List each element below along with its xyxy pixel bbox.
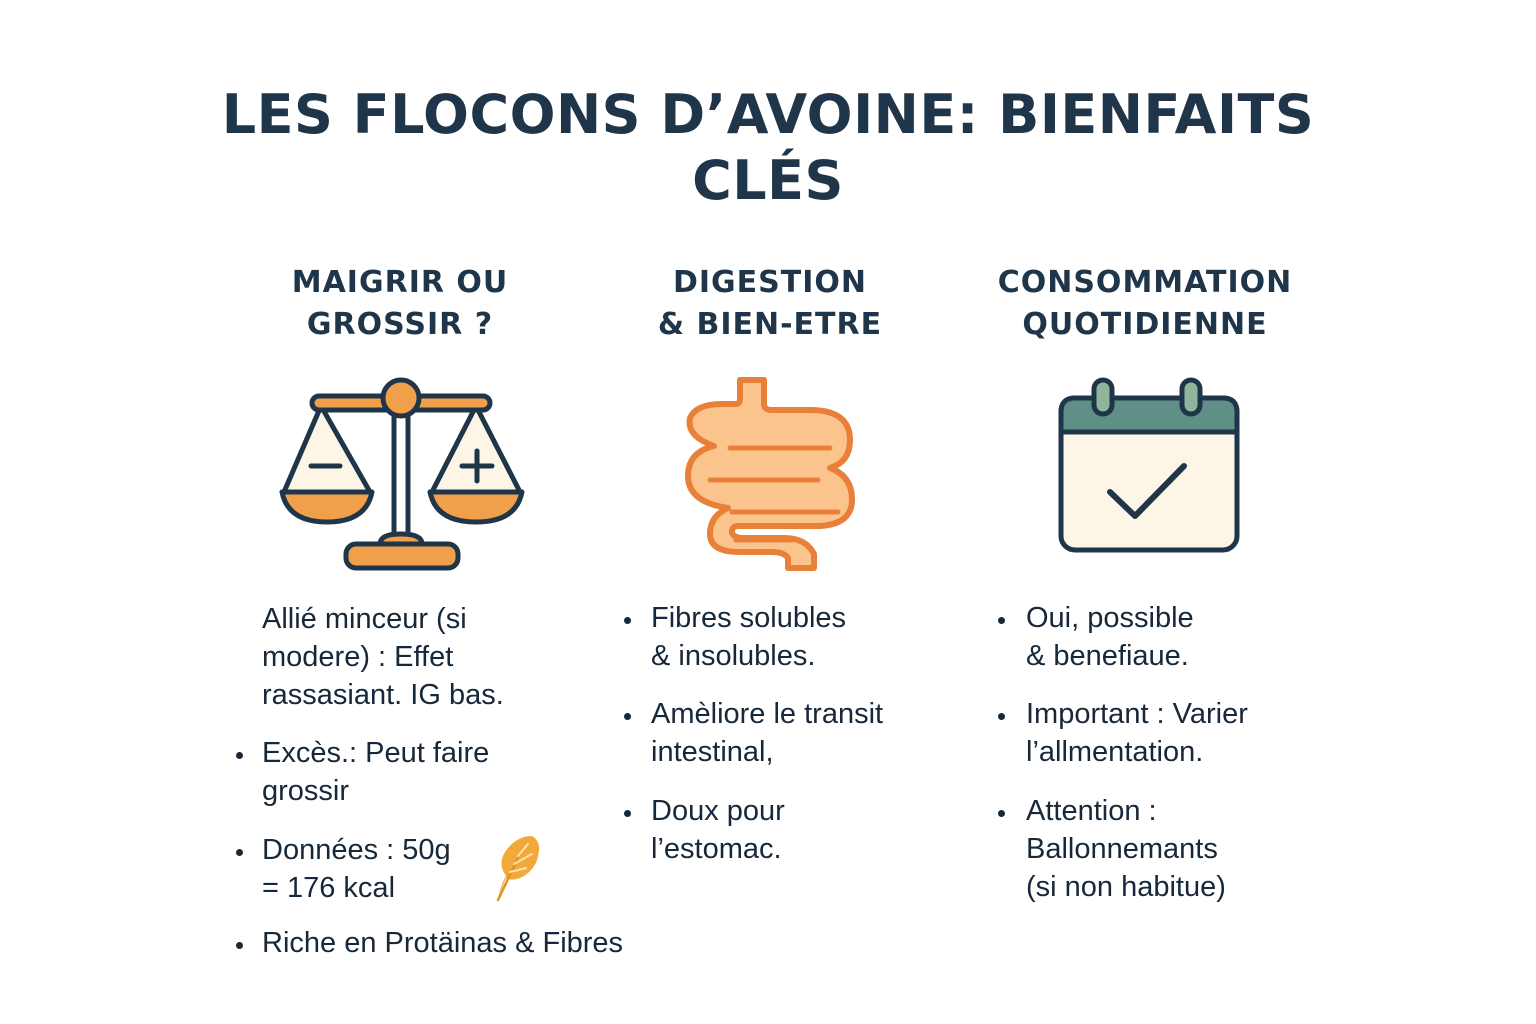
bullet-dot	[998, 810, 1005, 817]
bullet-dot	[236, 752, 243, 759]
balance-scale-icon	[279, 377, 525, 571]
bullet-dot	[236, 849, 243, 856]
heading-daily-line-2: QUOTIDIENNE	[1022, 307, 1268, 342]
digestion-bullet-3: Doux pour l’estomac.	[651, 792, 785, 868]
daily-bullet-1: Oui, possible & benefiaue.	[1026, 599, 1194, 675]
daily-bullet-3-line-3: (si non habitue)	[1026, 871, 1226, 903]
weight-intro-line-3: rassasiant. IG bas.	[262, 679, 504, 711]
bullet-dot	[236, 942, 243, 949]
daily-bullet-2-line-2: l’allmentation.	[1026, 736, 1204, 768]
digestion-bullet-2-line-2: intestinal,	[651, 736, 774, 768]
heading-daily: CONSOMMATION QUOTIDIENNE	[980, 262, 1310, 346]
bullet-dot	[998, 617, 1005, 624]
daily-bullet-3-line-1: Attention :	[1026, 795, 1157, 827]
daily-bullet-2: Important : Varier l’allmentation.	[1026, 695, 1248, 771]
title-line-2: CLÉS	[692, 149, 844, 212]
intestine-icon	[685, 377, 855, 571]
daily-bullet-3: Attention : Ballonnemants (si non habitu…	[1026, 792, 1226, 906]
heading-weight: MAIGRIR OU GROSSIR ?	[250, 262, 550, 346]
title-line-1: LES FLOCONS D’AVOINE: BIENFAITS	[221, 83, 1315, 146]
digestion-bullet-1-line-2: & insolubles.	[651, 640, 816, 672]
heading-digestion-line-2: & BIEN-ETRE	[657, 307, 883, 342]
daily-bullet-2-line-1: Important : Varier	[1026, 698, 1248, 730]
daily-bullet-1-line-2: & benefiaue.	[1026, 640, 1189, 672]
digestion-bullet-3-line-1: Doux pour	[651, 795, 785, 827]
calendar-check-icon	[1058, 377, 1240, 553]
weight-intro-line-1: Allié minceur (si	[262, 603, 467, 635]
bullet-dot	[624, 810, 631, 817]
weight-bullet-1-line-1: Excès.: Peut faire	[262, 737, 490, 769]
weight-bullet-2-line-1: Données : 50g	[262, 834, 451, 866]
digestion-bullet-3-line-2: l’estomac.	[651, 833, 782, 865]
digestion-bullet-1-line-1: Fibres solubles	[651, 602, 847, 634]
weight-bullet-2-line-2: = 176 kcal	[262, 872, 396, 904]
weight-bullet-2: Données : 50g = 176 kcal	[262, 831, 451, 907]
bullet-dot	[624, 713, 631, 720]
bullet-dot	[624, 617, 631, 624]
weight-intro: Allié minceur (si modere) : Effet rassas…	[262, 600, 504, 714]
page-title: LES FLOCONS D’AVOINE: BIENFAITS CLÉS	[0, 82, 1536, 214]
bullet-dot	[998, 713, 1005, 720]
daily-bullet-3-line-2: Ballonnemants	[1026, 833, 1218, 865]
digestion-bullet-1: Fibres solubles & insolubles.	[651, 599, 846, 675]
digestion-bullet-2: Amèliore le transit intestinal,	[651, 695, 883, 771]
weight-bullet-3: Riche en Protäinas & Fibres	[262, 924, 623, 962]
weight-bullet-3-line-1: Riche en Protäinas & Fibres	[262, 927, 624, 959]
heading-daily-line-1: CONSOMMATION	[997, 265, 1293, 300]
heading-weight-line-1: MAIGRIR OU	[291, 265, 509, 300]
weight-bullet-1-line-2: grossir	[262, 775, 350, 807]
heading-weight-line-2: GROSSIR ?	[306, 307, 494, 342]
heading-digestion: DIGESTION & BIEN-ETRE	[620, 262, 920, 346]
oat-leaf-icon	[496, 836, 540, 902]
daily-bullet-1-line-1: Oui, possible	[1026, 602, 1194, 634]
weight-intro-line-2: modere) : Effet	[262, 641, 454, 673]
heading-digestion-line-1: DIGESTION	[672, 265, 868, 300]
weight-bullet-1: Excès.: Peut faire grossir	[262, 734, 489, 810]
digestion-bullet-2-line-1: Amèliore le transit	[651, 698, 884, 730]
